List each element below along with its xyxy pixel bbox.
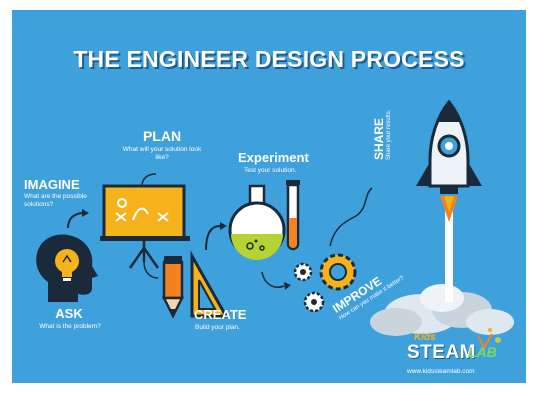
arrow-ask-imagine — [67, 212, 83, 229]
arrow-experiment-improve — [261, 271, 285, 288]
poster-art — [12, 10, 526, 383]
step-ask-label: ASK — [55, 306, 83, 321]
arrow-improve-share — [329, 187, 373, 247]
arrow-plan-create — [143, 261, 159, 279]
step-share: SHARE Share your results. — [372, 110, 392, 160]
step-plan-label: PLAN — [142, 128, 182, 144]
step-create-description: Build your plan. — [195, 324, 240, 331]
poster: THE ENGINEER DESIGN PROCESS PLAN What wi… — [12, 10, 526, 383]
whiteboard-icon — [100, 184, 190, 269]
arrow-head — [82, 209, 89, 217]
pencil-icon — [161, 256, 185, 319]
step-share-description: Share your results. — [386, 109, 392, 160]
brand-lab: LAB — [468, 344, 497, 360]
arrow-head — [220, 222, 227, 230]
test-tube-icon — [286, 180, 300, 251]
rocket-trail — [445, 210, 453, 302]
step-share-label: SHARE — [372, 117, 386, 160]
step-experiment-label: Experiment — [238, 150, 309, 165]
brand-kids: Kids — [414, 332, 436, 343]
step-plan-description: What will your solution look like? — [122, 146, 202, 161]
brand-logo-mark — [477, 328, 501, 351]
arrow-head — [284, 282, 291, 290]
website-link[interactable]: www.kidssteamlab.com — [407, 368, 475, 375]
arrow-create-experiment — [205, 225, 221, 251]
page-title: THE ENGINEER DESIGN PROCESS — [73, 46, 465, 72]
head-lightbulb-icon — [36, 234, 98, 302]
step-experiment-description: Test your solution. — [244, 167, 297, 174]
rocket-icon — [416, 99, 482, 222]
set-square-icon — [190, 250, 229, 318]
step-create-label: CREATE — [194, 307, 247, 322]
step-ask-description: What is the problem? — [39, 323, 101, 330]
step-imagine-label: IMAGINE — [24, 177, 80, 192]
flask-icon — [228, 184, 286, 260]
step-imagine-description: What are the possible solutions? — [24, 193, 87, 208]
arrow-imagine-plan — [141, 173, 157, 187]
gears-icon — [293, 253, 357, 313]
brand-steam: STEAM — [407, 342, 476, 363]
